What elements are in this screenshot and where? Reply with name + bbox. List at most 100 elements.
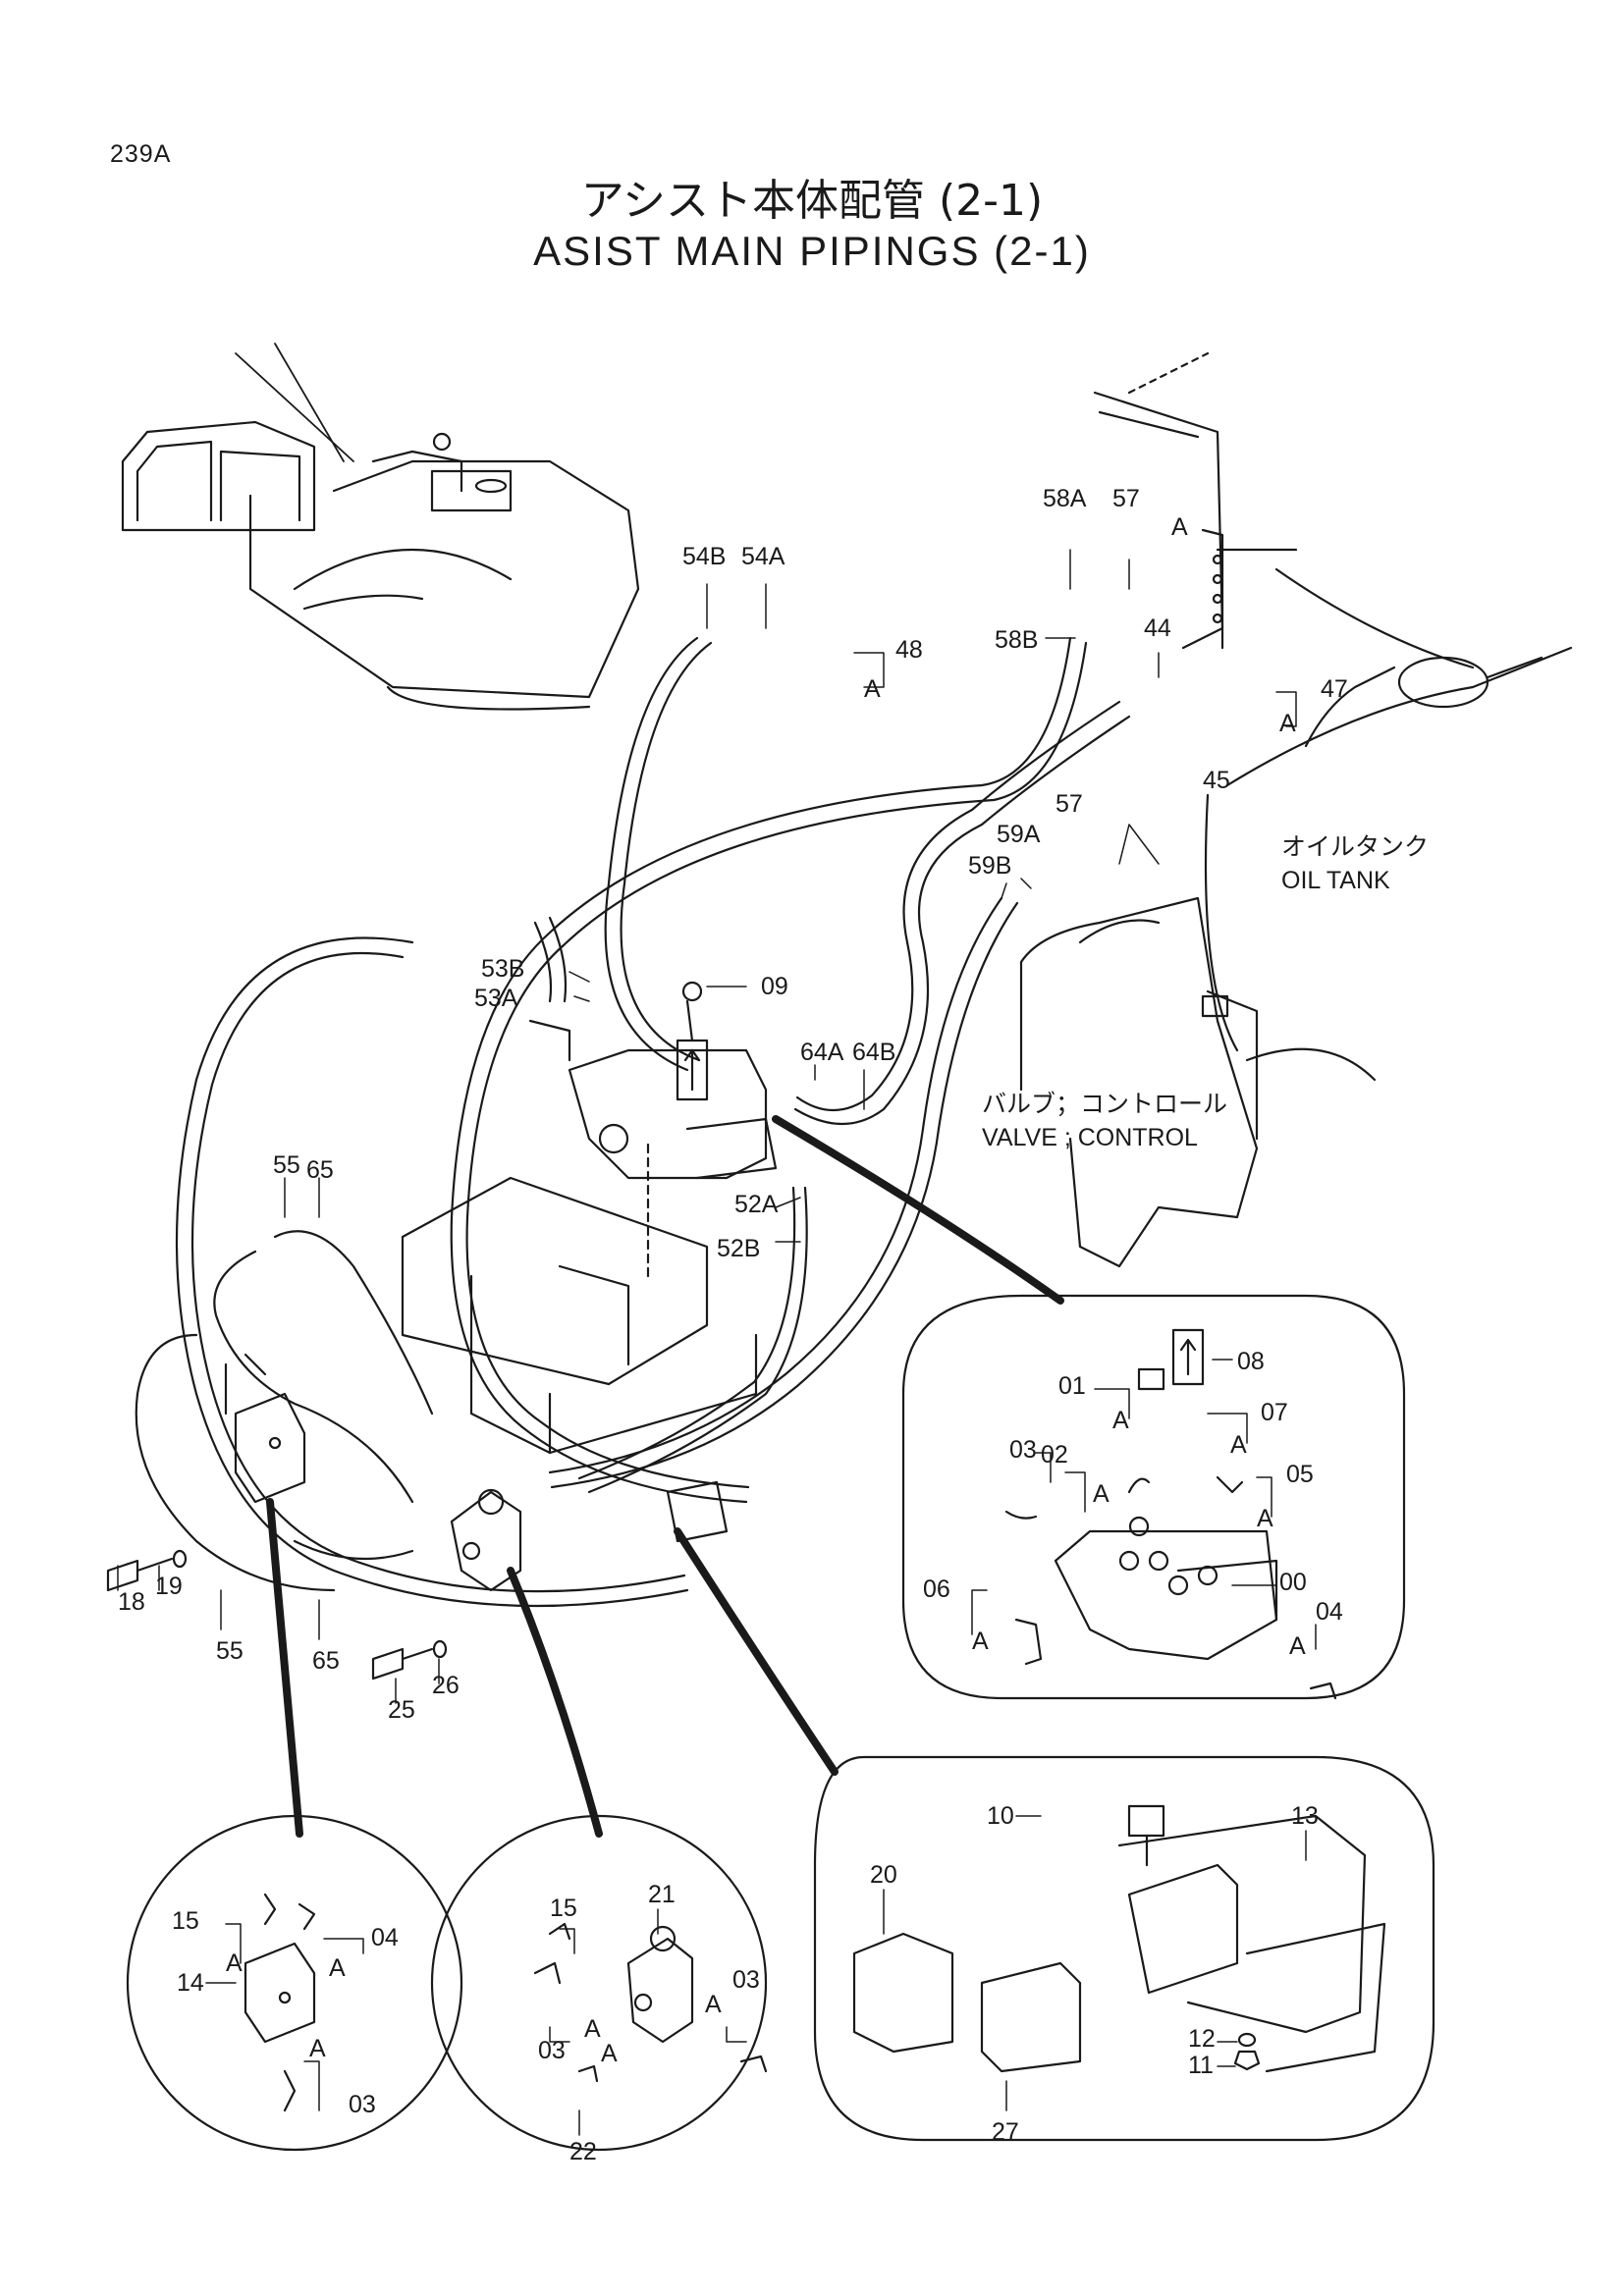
oil-tank <box>1204 646 1573 1082</box>
part-label: 09 <box>761 973 788 1000</box>
bolt-18 <box>106 1549 188 1592</box>
part-label: 26 <box>432 1672 460 1699</box>
part-label: 53B <box>481 955 524 983</box>
detail-valve21-labels: 15 21 A 03 03 A A 22 <box>538 1881 760 2165</box>
callout-bracket-pointer <box>674 1527 839 1776</box>
part-label: 54B <box>682 543 726 570</box>
part-label: A <box>1112 1407 1129 1434</box>
detail-valve21-parts <box>533 1922 768 2083</box>
part-label: 52A <box>734 1191 779 1218</box>
part-label: 65 <box>306 1156 334 1184</box>
part-label: 55 <box>216 1637 244 1665</box>
part-label: 58A <box>1043 485 1087 512</box>
detail-bracket-labels: 10 13 20 12 11 27 <box>870 1802 1319 2146</box>
part-label: A <box>972 1628 989 1655</box>
hose-58 <box>450 636 1088 1504</box>
detail-frame-block-14 <box>126 1814 463 2152</box>
part-label: 03 <box>1009 1436 1037 1464</box>
part-label: 04 <box>371 1924 399 1951</box>
part-label: A <box>584 2015 601 2043</box>
oil-tank-label-jp: オイルタンク <box>1281 832 1429 861</box>
hose-54 <box>604 636 713 1072</box>
part-label: A <box>226 1949 243 1977</box>
excavator-overview <box>121 343 640 711</box>
part-label: A <box>309 2035 326 2062</box>
part-label: 48 <box>895 636 923 664</box>
control-valve-label-jp: バルブ；コントロール <box>982 1090 1227 1118</box>
detail-valve-labels: 08 01 07 03 02 05 A A A A 06 A 00 04 A <box>923 1348 1343 1660</box>
part-label: 19 <box>155 1573 183 1600</box>
part-label: A <box>1230 1431 1247 1459</box>
part-label: 10 <box>987 1802 1014 1830</box>
leader-lines <box>117 549 1317 2136</box>
part-label: A <box>864 675 881 703</box>
part-label: 59A <box>997 821 1041 848</box>
main-part-labels: 58A 57 54B 54A 48 58B 44 47 45 57 59A 59… <box>118 485 1348 1724</box>
hose-59 <box>548 896 1019 1489</box>
part-label: 55 <box>273 1151 300 1179</box>
part-label: A <box>329 1954 346 1982</box>
part-label: 22 <box>569 2138 597 2165</box>
detail-frame-control-valve <box>901 1294 1406 1700</box>
part-label: 47 <box>1321 675 1348 703</box>
title-english: ASIST MAIN PIPINGS (2-1) <box>533 228 1091 274</box>
detail-bracket-parts <box>852 1804 1386 2073</box>
control-valve-body <box>1019 896 1259 1268</box>
part-label: A <box>601 2040 618 2067</box>
oil-tank-label-en: OIL TANK <box>1281 867 1390 894</box>
part-label: A <box>705 1991 722 2018</box>
part-label: 18 <box>118 1588 145 1616</box>
part-label: 15 <box>550 1895 577 1922</box>
part-label: 03 <box>732 1966 760 1994</box>
part-label: 65 <box>312 1647 340 1675</box>
part-label: 03 <box>349 2091 376 2118</box>
part-label: 04 <box>1316 1598 1343 1626</box>
part-label: A <box>1171 513 1188 541</box>
part-label: A <box>1093 1480 1110 1508</box>
detail-valve-parts <box>1004 1328 1337 1700</box>
part-label: 44 <box>1144 614 1171 642</box>
detail-frame-bracket <box>813 1755 1435 2142</box>
detail-frame-valve-21 <box>430 1814 768 2152</box>
title-japanese: アシスト本体配管 (2-1) <box>580 176 1044 226</box>
center-bracket <box>401 1137 758 1543</box>
part-label: 07 <box>1261 1399 1288 1426</box>
part-label: 53A <box>474 985 518 1012</box>
part-label: 12 <box>1188 2025 1216 2053</box>
hose-55-65 <box>135 1230 434 1592</box>
main-control-valve <box>528 981 778 1180</box>
block-14 <box>224 1353 306 1504</box>
part-label: 03 <box>538 2037 566 2064</box>
hose-53 <box>175 916 689 1608</box>
part-label: 11 <box>1188 2052 1214 2079</box>
part-label: 54A <box>741 543 785 570</box>
part-label: 15 <box>172 1907 199 1935</box>
valve-21 <box>450 1488 522 1592</box>
part-label: 27 <box>992 2118 1019 2146</box>
part-label: 13 <box>1291 1802 1319 1830</box>
bolt-25 <box>371 1639 448 1681</box>
part-label: 00 <box>1279 1569 1307 1596</box>
frame-beam <box>1093 351 1475 669</box>
part-label: 57 <box>1056 790 1083 818</box>
part-label: 02 <box>1041 1441 1068 1468</box>
part-label: 45 <box>1203 767 1230 794</box>
hose-64 <box>793 700 1131 1125</box>
callout-block14-pointer <box>266 1498 303 1838</box>
part-label: 14 <box>177 1969 204 1997</box>
part-label: 08 <box>1237 1348 1265 1375</box>
part-label: 64B <box>852 1039 895 1066</box>
part-label: 52B <box>717 1235 760 1262</box>
detail-block14-parts <box>244 1893 316 2112</box>
detail-block14-labels: 15 04 A A 14 A 03 <box>172 1907 399 2118</box>
callout-valve21-pointer <box>507 1567 603 1838</box>
part-label: 25 <box>388 1696 415 1724</box>
part-label: 58B <box>995 626 1038 654</box>
part-label: 21 <box>648 1881 676 1908</box>
part-label: 57 <box>1112 485 1140 512</box>
part-label: A <box>1257 1505 1273 1532</box>
part-label: 64A <box>800 1039 844 1066</box>
part-label: 05 <box>1286 1461 1314 1488</box>
hose-52 <box>577 1186 808 1494</box>
